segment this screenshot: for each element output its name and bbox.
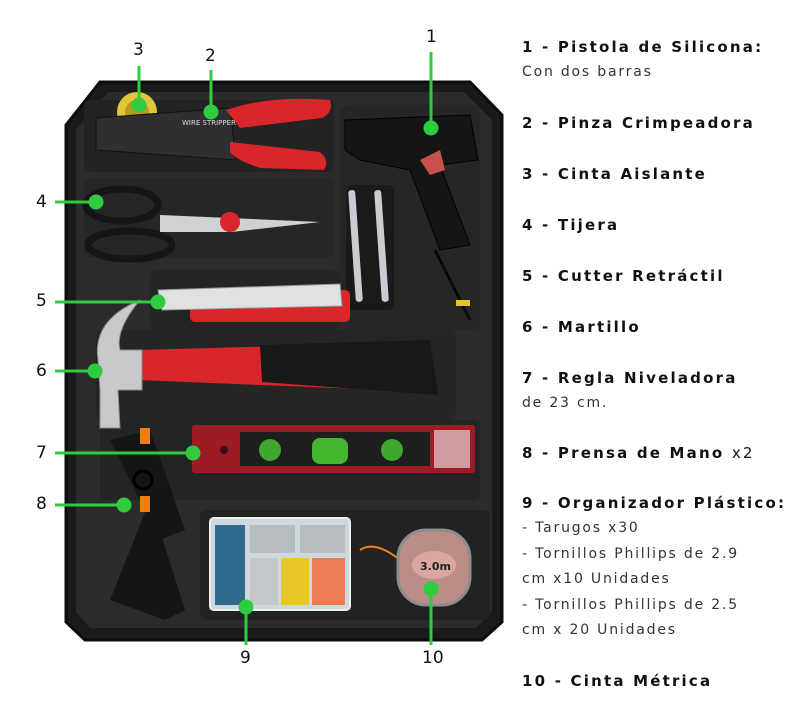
callout-number-2: 2 xyxy=(205,46,216,66)
glue-gun xyxy=(344,114,479,321)
callout-leaders xyxy=(55,52,439,645)
tool-case-illustration: WIRE STRIPPER xyxy=(36,27,504,668)
legend-item-9: 9 - Organizador Plástico: - Tarugos x30 … xyxy=(522,494,787,638)
callout-number-8: 8 xyxy=(36,494,47,514)
tape-measure: 3.0m xyxy=(359,528,472,607)
callout-number-1: 1 xyxy=(426,27,437,47)
hand-clamps xyxy=(110,428,185,620)
legend-item-4: 4 - Tijera xyxy=(522,215,620,234)
parts-legend: 1 - Pistola de Silicona: Con dos barras … xyxy=(522,34,797,694)
legend-item-7: 7 - Regla Niveladora de 23 cm. xyxy=(522,368,738,411)
callout-number-10: 10 xyxy=(422,648,444,668)
callout-number-3: 3 xyxy=(133,40,144,60)
callout-number-7: 7 xyxy=(36,443,47,463)
svg-text:WIRE STRIPPER: WIRE STRIPPER xyxy=(182,119,236,127)
scissors xyxy=(82,185,320,263)
utility-knife xyxy=(157,283,350,322)
legend-item-8: 8 - Prensa de Mano x2 xyxy=(522,444,755,462)
wire-crimper: WIRE STRIPPER xyxy=(95,98,331,170)
legend-item-1: 1 - Pistola de Silicona: Con dos barras xyxy=(522,38,764,80)
tool-case-graphic: WIRE STRIPPER xyxy=(55,52,504,645)
callout-number-4: 4 xyxy=(36,192,47,212)
legend-item-2: 2 - Pinza Crimpeadora xyxy=(522,113,755,132)
glue-sticks xyxy=(346,185,394,310)
legend-item-6: 6 - Martillo xyxy=(522,317,641,336)
svg-text:3.0m: 3.0m xyxy=(420,560,451,573)
plastic-organizer xyxy=(209,517,351,611)
legend-item-3: 3 - Cinta Aislante xyxy=(522,164,708,183)
callout-number-9: 9 xyxy=(240,648,251,668)
legend-item-5: 5 - Cutter Retráctil xyxy=(522,266,725,285)
hammer xyxy=(96,299,438,429)
callout-number-6: 6 xyxy=(36,361,47,381)
callout-number-5: 5 xyxy=(36,291,47,311)
legend-item-10: 10 - Cinta Métrica xyxy=(522,671,713,690)
spirit-level xyxy=(192,425,475,473)
